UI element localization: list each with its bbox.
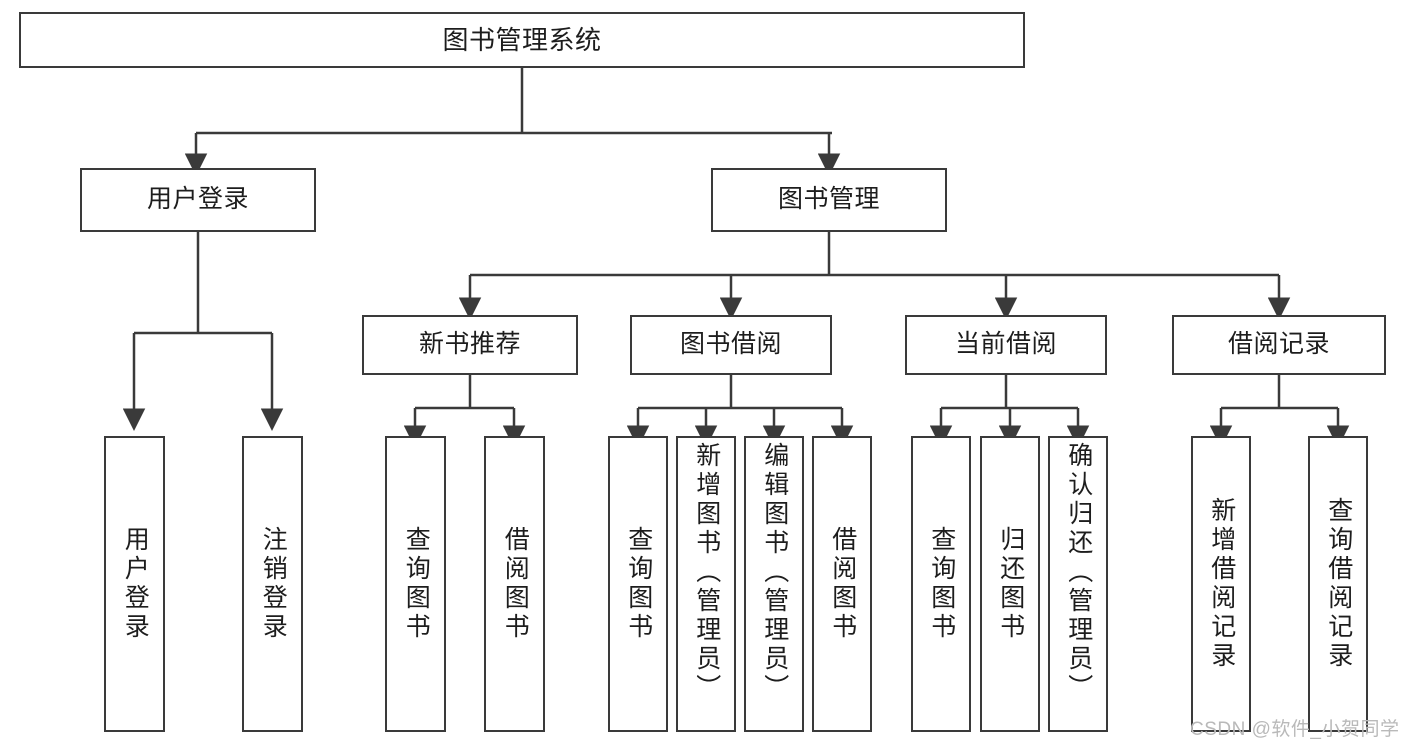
leaf-query-book-recommend-label: 查询图书 [402, 526, 431, 642]
leaf-logout[interactable]: 注销登录 [242, 436, 303, 732]
node-book-management[interactable]: 图书管理 [711, 168, 947, 232]
leaf-query-book-current[interactable]: 查询图书 [911, 436, 971, 732]
leaf-confirm-return-admin[interactable]: 确认归还（管理员） [1048, 436, 1108, 732]
leaf-add-borrow-record[interactable]: 新增借阅记录 [1191, 436, 1251, 732]
leaf-return-book[interactable]: 归还图书 [980, 436, 1040, 732]
node-user-login[interactable]: 用户登录 [80, 168, 316, 232]
leaf-edit-book-admin-label: 编辑图书（管理员） [760, 442, 789, 703]
leaf-add-book-admin[interactable]: 新增图书（管理员） [676, 436, 736, 732]
leaf-query-book-borrow-label: 查询图书 [624, 526, 653, 642]
node-book-borrow-label: 图书借阅 [679, 330, 782, 359]
leaf-query-borrow-record-label: 查询借阅记录 [1324, 497, 1353, 671]
leaf-query-book-borrow[interactable]: 查询图书 [608, 436, 668, 732]
leaf-add-book-admin-label: 新增图书（管理员） [692, 442, 721, 703]
leaf-borrow-book[interactable]: 借阅图书 [812, 436, 872, 732]
leaf-borrow-book-recommend[interactable]: 借阅图书 [484, 436, 545, 732]
leaf-return-book-label: 归还图书 [996, 526, 1025, 642]
leaf-confirm-return-admin-label: 确认归还（管理员） [1064, 442, 1093, 703]
node-new-book-recommend[interactable]: 新书推荐 [362, 315, 578, 375]
node-root[interactable]: 图书管理系统 [19, 12, 1025, 68]
leaf-add-borrow-record-label: 新增借阅记录 [1207, 497, 1236, 671]
leaf-query-book-recommend[interactable]: 查询图书 [385, 436, 446, 732]
node-root-label: 图书管理系统 [442, 24, 602, 55]
node-book-borrow[interactable]: 图书借阅 [630, 315, 832, 375]
node-current-borrow-label: 当前借阅 [954, 330, 1057, 359]
leaf-borrow-book-label: 借阅图书 [828, 526, 857, 642]
leaf-query-borrow-record[interactable]: 查询借阅记录 [1308, 436, 1368, 732]
leaf-borrow-book-recommend-label: 借阅图书 [501, 526, 530, 642]
csdn-watermark: CSDN @软件_小贺同学 [1190, 719, 1400, 740]
leaf-edit-book-admin[interactable]: 编辑图书（管理员） [744, 436, 804, 732]
node-borrow-record-label: 借阅记录 [1227, 330, 1330, 359]
node-new-book-recommend-label: 新书推荐 [418, 330, 521, 359]
node-borrow-record[interactable]: 借阅记录 [1172, 315, 1386, 375]
leaf-user-login[interactable]: 用户登录 [104, 436, 165, 732]
node-current-borrow[interactable]: 当前借阅 [905, 315, 1107, 375]
leaf-query-book-current-label: 查询图书 [927, 526, 956, 642]
node-book-management-label: 图书管理 [777, 185, 880, 214]
leaf-user-login-label: 用户登录 [121, 526, 150, 642]
node-user-login-label: 用户登录 [146, 185, 249, 214]
leaf-logout-label: 注销登录 [259, 526, 288, 642]
